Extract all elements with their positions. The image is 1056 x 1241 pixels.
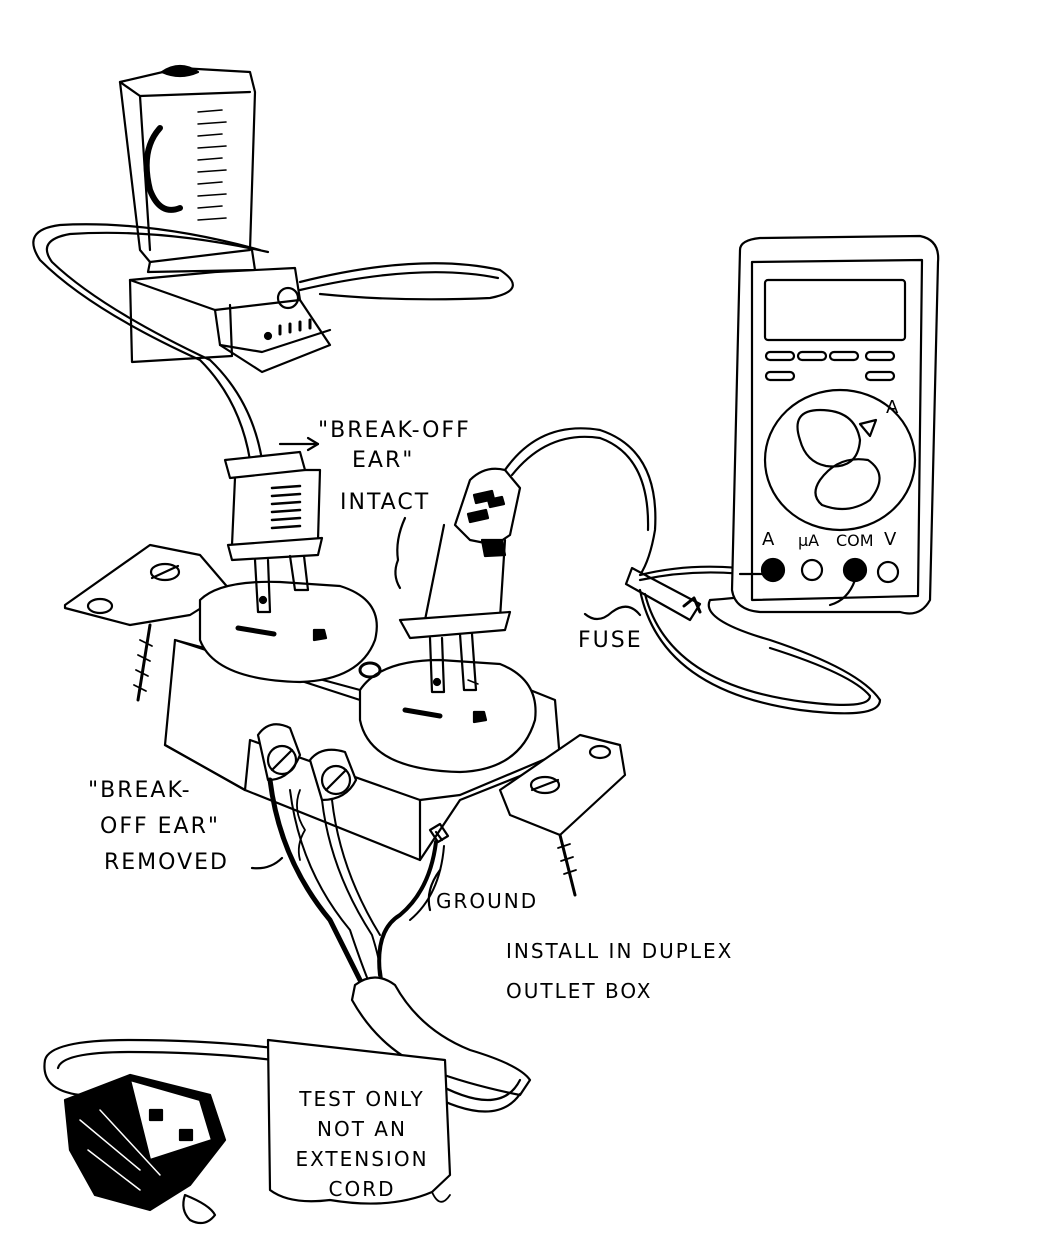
tag-text-line3: EXTENSION bbox=[295, 1147, 429, 1171]
tag-text-line2: NOT AN bbox=[317, 1117, 407, 1141]
blender-plug bbox=[223, 436, 324, 614]
break-off-intact-label-line2: EAR" bbox=[352, 448, 415, 473]
warning-tag bbox=[266, 1038, 452, 1205]
break-off-intact-label-line1: "BREAK-OFF bbox=[318, 418, 471, 443]
ground-label: GROUND bbox=[436, 889, 539, 913]
break-off-intact-label-line3: INTACT bbox=[340, 490, 431, 515]
fuse-label: FUSE bbox=[578, 628, 643, 653]
meter-jack-ua-label: µA bbox=[798, 531, 820, 550]
install-instruction-line2: OUTLET BOX bbox=[506, 979, 653, 1003]
meter-jack-v-label: V bbox=[884, 529, 897, 550]
multimeter bbox=[730, 234, 940, 615]
blender-cord bbox=[32, 223, 514, 462]
duplex-outlet bbox=[63, 543, 627, 897]
tag-text-line4: CORD bbox=[328, 1177, 396, 1201]
meter-jack-a-label: A bbox=[762, 529, 775, 550]
break-off-removed-label-line1: "BREAK- bbox=[88, 778, 192, 803]
tag-text-line1: TEST ONLY bbox=[299, 1087, 425, 1111]
test-plug bbox=[394, 467, 522, 694]
cord-end-connector bbox=[63, 1073, 227, 1225]
break-off-removed-label-line3: REMOVED bbox=[104, 850, 229, 875]
install-instruction-line1: INSTALL IN DUPLEX bbox=[506, 939, 734, 963]
meter-dial-a-label: A bbox=[886, 397, 899, 418]
blender bbox=[118, 64, 332, 374]
break-off-removed-label-line2: OFF EAR" bbox=[100, 814, 220, 839]
meter-jack-com-label: COM bbox=[836, 531, 874, 550]
